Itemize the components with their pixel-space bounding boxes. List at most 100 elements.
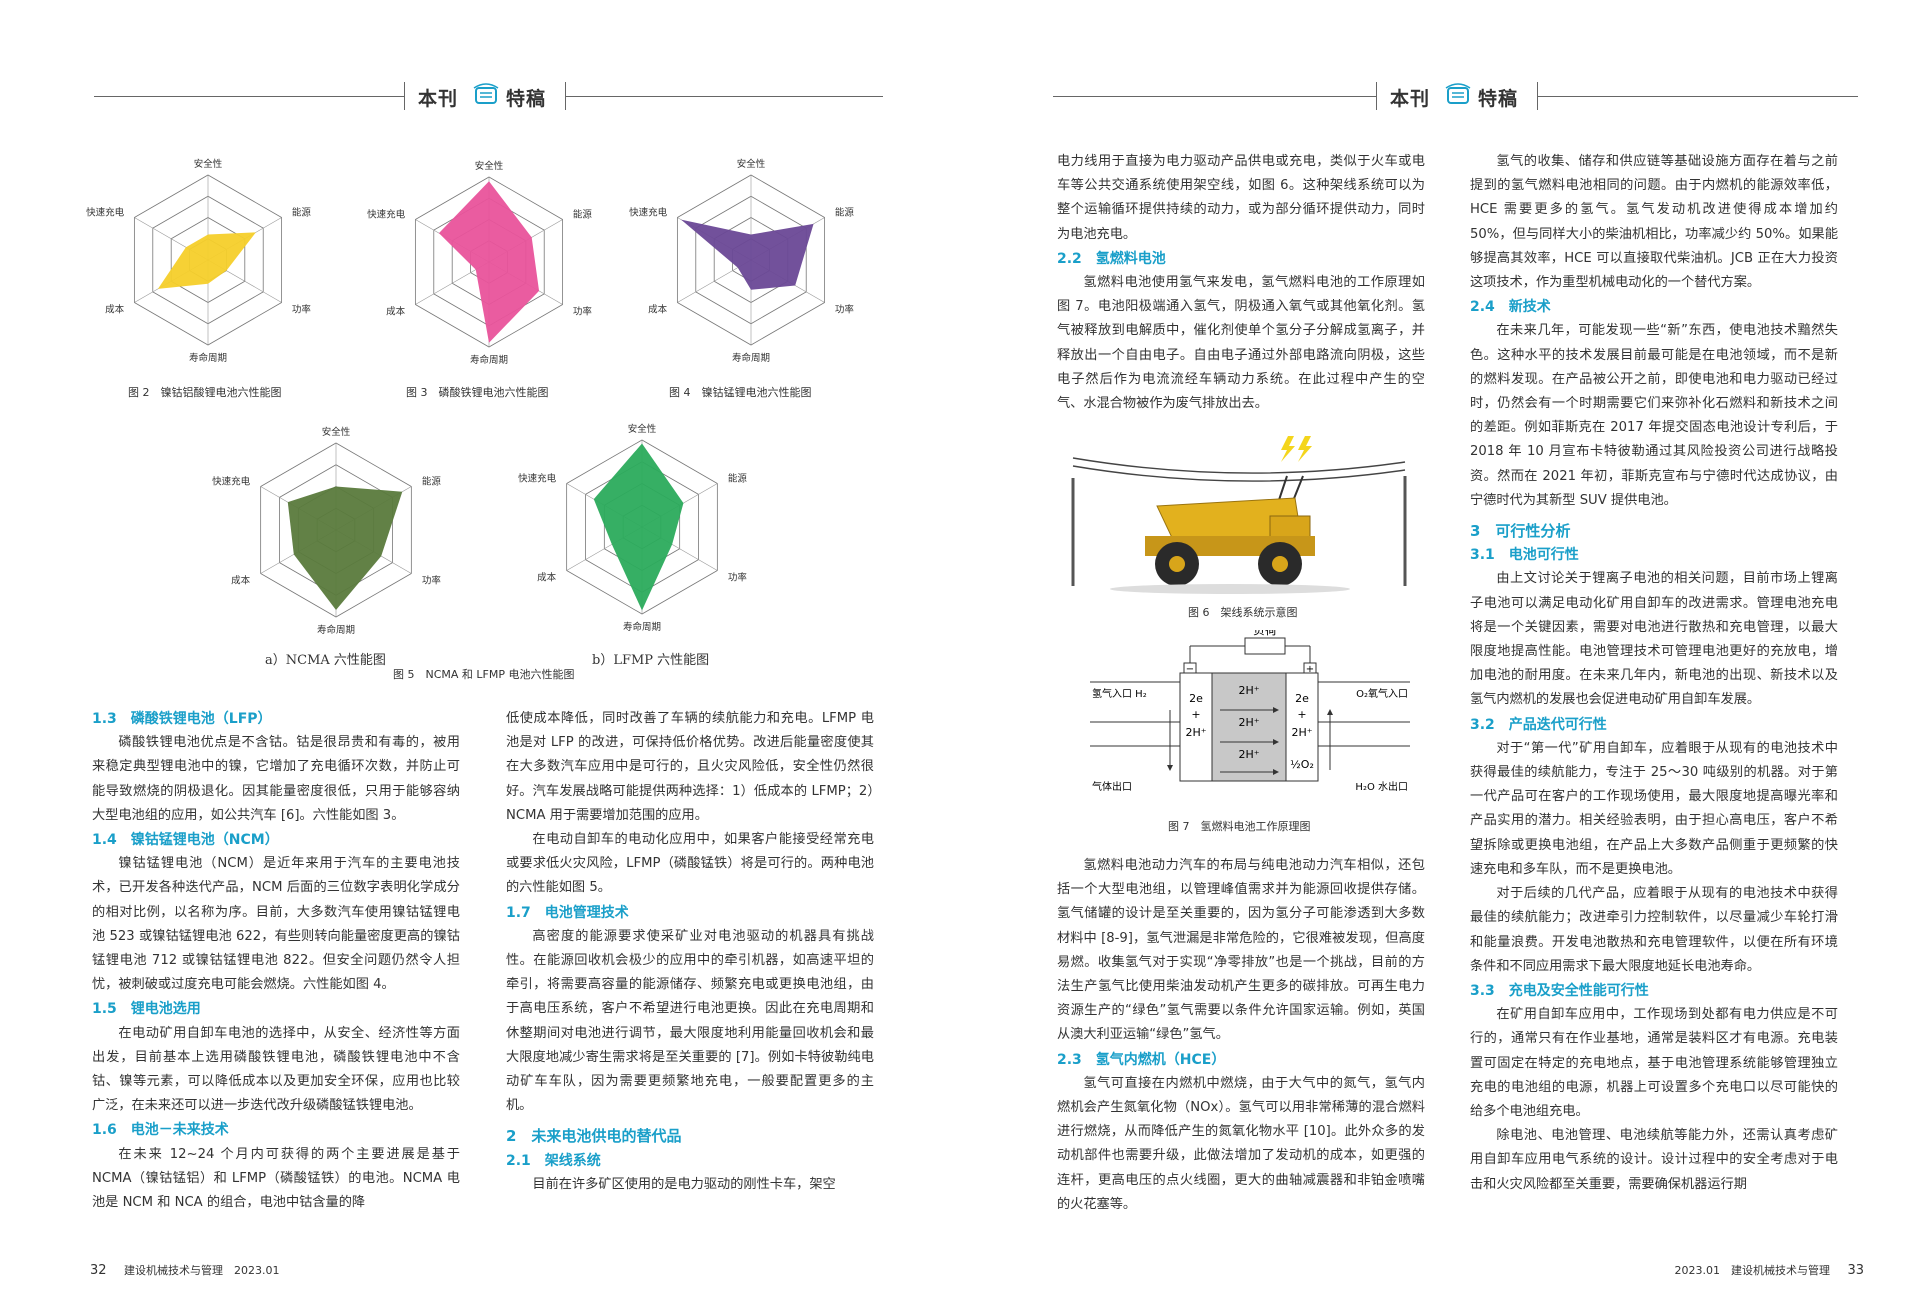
radar-axis-label: 安全性 (737, 158, 766, 170)
paragraph: 由上文讨论关于锂离子电池的相关问题，目前市场上锂离子电池可以满足电动化矿用自卸车… (1470, 571, 1838, 708)
load-box (1244, 637, 1286, 655)
radar-axis-label: 功率 (422, 575, 442, 587)
section-heading: 1.6 电池－未来技术 (92, 1122, 229, 1139)
header-rule-left-end (565, 96, 883, 97)
radar-axis-label: 成本 (648, 303, 668, 315)
radar-area (287, 486, 403, 611)
header-title-right-b: 特稿 (1478, 88, 1519, 110)
svg-text:O₂氧气入口: O₂氧气入口 (1356, 687, 1408, 700)
svg-text:2H⁺: 2H⁺ (1238, 684, 1259, 697)
paragraph: 在未来几年，可能发现一些“新”东西，使电池技术黯然失色。这种水平的技术发展目前最… (1470, 323, 1838, 508)
section-heading: 2.1 架线系统 (506, 1152, 601, 1169)
overhead-wire (1072, 465, 1406, 482)
radar-axis-label: 快速充电 (367, 209, 406, 221)
section-heading: 3.3 充电及安全性能可行性 (1470, 982, 1649, 999)
radar-area (438, 181, 540, 343)
radar-area (593, 443, 684, 611)
paragraph: 氢燃料电池动力汽车的布局与纯电池动力汽车相似，还包括一个大型电池组，以管理峰值需… (1057, 858, 1425, 1043)
header-title-left-b: 特稿 (506, 88, 547, 110)
svg-text:+: + (1191, 708, 1200, 721)
header-tick (565, 82, 566, 110)
paragraph: 目前在许多矿区使用的是电力驱动的刚性卡车，架空 (532, 1176, 836, 1192)
radar-axis-label: 成本 (386, 305, 406, 317)
paragraph: 在矿用自卸车应用中，工作现场到处都有电力供应是不可行的，通常只有在作业基地，通常… (1470, 1007, 1838, 1119)
header-rule-left (94, 96, 404, 97)
paragraph: 对于“第一代”矿用自卸车，应着眼于从现有的电池技术中获得最佳的续航能力，专注于 … (1470, 740, 1838, 877)
cathode (1285, 672, 1319, 782)
paragraph: 镍钴锰锂电池（NCM）是近年来用于汽车的主要电池技术，已开发各种迭代产品，NCM… (92, 856, 460, 993)
header-rule-right-end (1537, 96, 1858, 97)
header-rule-right (1053, 96, 1376, 97)
header-title-right-a: 本刊 (1390, 88, 1431, 110)
section-heading: 1.7 电池管理技术 (506, 904, 629, 921)
header-tick (404, 82, 405, 110)
electrolyte (1211, 672, 1287, 782)
svg-text:−: − (1186, 664, 1194, 675)
footer-journal-right: 2023.01 建设机械技术与管理 (1674, 1264, 1830, 1277)
radar-axis-label: 能源 (422, 475, 442, 487)
radar-axis-label: 快速充电 (518, 472, 557, 484)
lightning-icon (1298, 436, 1312, 462)
column-3-top: 电力线用于直接为电力驱动产品供电或充电，类似于火车或电车等公共交通系统使用架空线… (1057, 150, 1425, 416)
radar-axis-label: 能源 (835, 207, 855, 219)
section-heading: 3.1 电池可行性 (1470, 547, 1579, 564)
fig3-caption: 图 3 磷酸铁锂电池六性能图 (406, 386, 549, 399)
section-heading: 2 未来电池供电的替代品 (506, 1127, 682, 1146)
radar-axis-label: 功率 (728, 572, 748, 584)
fig6-illustration (1071, 436, 1407, 594)
svg-text:2H⁺: 2H⁺ (1185, 726, 1206, 739)
fig4-caption: 图 4 镍钴锰锂电池六性能图 (669, 386, 812, 399)
radar-axis-label: 功率 (292, 303, 312, 315)
paragraph: 氢气可直接在内燃机中燃烧，由于大气中的氮气，氢气内燃机会产生氮氧化物（NOx）。… (1057, 1075, 1425, 1212)
fig5-caption: 图 5 NCMA 和 LFMP 电池六性能图 (393, 668, 575, 681)
paragraph: 氢燃料电池使用氢气来发电，氢气燃料电池的工作原理如图 7。电池阳极端通入氢气，阴… (1057, 275, 1425, 412)
svg-text:负荷: 负荷 (1253, 630, 1277, 637)
radar-area (681, 219, 814, 290)
radar-axis-label: 安全性 (475, 160, 504, 172)
section-heading: 1.3 磷酸铁锂电池（LFP） (92, 711, 272, 727)
radar-axis-label: 成本 (537, 572, 557, 584)
paragraph: 低使成本降低，同时改善了车辆的续航能力和充电。LFMP 电池是对 LFP 的改进… (506, 711, 874, 823)
paragraph: 高密度的能源要求使采矿业对电池驱动的机器具有挑战性。在能源回收机会极少的应用中的… (506, 928, 874, 1114)
paragraph: 电力线用于直接为电力驱动产品供电或充电，类似于火车或电车等公共交通系统使用架空线… (1057, 154, 1425, 242)
radar-axis-label: 能源 (728, 472, 748, 484)
radar-axis-label: 安全性 (628, 423, 657, 435)
radar-axis-label: 快速充电 (86, 207, 125, 219)
fig2-caption: 图 2 镍钴铝酸锂电池六性能图 (128, 386, 282, 399)
section-heading: 2.4 新技术 (1470, 299, 1551, 316)
footer-left: 32 建设机械技术与管理 2023.01 (90, 1262, 280, 1278)
svg-text:2H⁺: 2H⁺ (1238, 716, 1259, 729)
footer-journal-left: 建设机械技术与管理 2023.01 (124, 1264, 280, 1277)
radar-area (157, 232, 256, 289)
paragraph: 除电池、电池管理、电池续航等能力外，还需认真考虑矿用自卸车应用电气系统的设计。设… (1470, 1128, 1838, 1192)
svg-text:氢气入口 H₂: 氢气入口 H₂ (1092, 687, 1147, 700)
fig5a-subcaption: a）NCMA 六性能图 (265, 653, 386, 668)
section-heading: 3 可行性分析 (1470, 522, 1571, 541)
fig7-caption: 图 7 氢燃料电池工作原理图 (1168, 820, 1311, 833)
svg-text:2e: 2e (1295, 692, 1309, 705)
paragraph: 磷酸铁锂电池优点是不含钴。钴是很昂贵和有毒的，被用来稳定典型锂电池中的镍，它增加… (92, 735, 460, 823)
svg-text:+: + (1297, 708, 1306, 721)
svg-text:2e: 2e (1189, 692, 1203, 705)
radar-axis-label: 寿命周期 (732, 352, 770, 364)
fig6-caption: 图 6 架线系统示意图 (1188, 606, 1298, 619)
radar-axis-label: 寿命周期 (470, 354, 508, 366)
paragraph: 在电动自卸车的电动化应用中，如果客户能接受经常充电或要求低火灾风险，LFMP（磷… (506, 832, 874, 896)
book-icon (1445, 83, 1471, 104)
page-number-right: 33 (1847, 1263, 1864, 1278)
column-2: 低使成本降低，同时改善了车辆的续航能力和充电。LFMP 电池是对 LFP 的改进… (506, 707, 874, 1197)
svg-text:2H⁺: 2H⁺ (1291, 726, 1312, 739)
section-heading: 1.5 锂电池选用 (92, 1001, 201, 1018)
column-1: 1.3 磷酸铁锂电池（LFP） 磷酸铁锂电池优点是不含钴。钴是很昂贵和有毒的，被用… (92, 707, 460, 1215)
paragraph: 在电动矿用自卸车电池的选择中，从安全、经济性等方面出发，目前基本上选用磷酸铁锂电… (92, 1025, 460, 1114)
radar-axis-label: 成本 (105, 303, 125, 315)
header-tick (1376, 82, 1377, 110)
radar-axis-label: 功率 (835, 303, 855, 315)
footer-right: 2023.01 建设机械技术与管理 33 (1674, 1262, 1864, 1278)
svg-text:+: + (1306, 664, 1314, 675)
